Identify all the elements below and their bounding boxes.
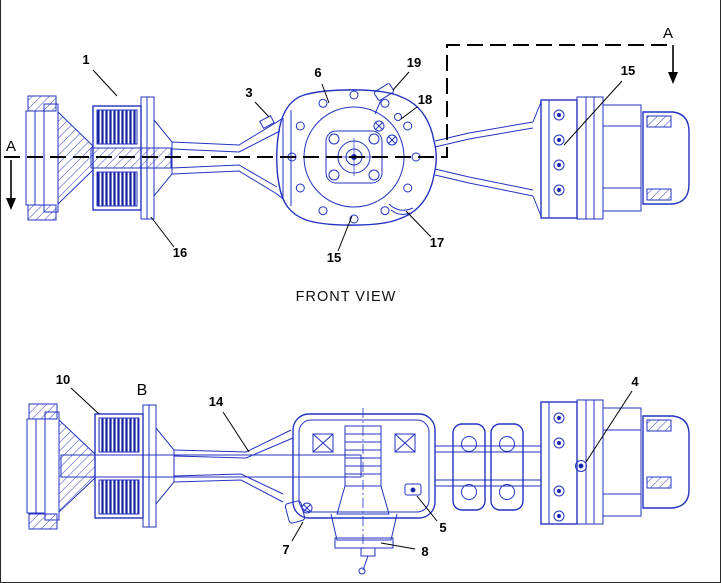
- gear-stack: [344, 425, 382, 487]
- breather-fitting: [373, 83, 402, 121]
- differential-section: [284, 408, 436, 575]
- callout-15-right: 15: [621, 63, 635, 78]
- drain-plug: [360, 547, 376, 557]
- section-view: [26, 399, 690, 575]
- small-bracket: [404, 483, 422, 496]
- callout-19: 19: [407, 55, 421, 70]
- front-right-hub: [532, 96, 690, 220]
- mounting-plates: [452, 423, 524, 511]
- callout-17: 17: [430, 235, 444, 250]
- callout-16: 16: [173, 245, 187, 260]
- tube-boss: [259, 114, 275, 130]
- callout-10: 10: [56, 372, 70, 387]
- spline-band-top: [96, 109, 138, 145]
- hub-bolts: [553, 109, 565, 196]
- section-left-hub: [26, 403, 175, 530]
- input-yoke: [284, 500, 313, 524]
- section-arrow-right: [668, 72, 678, 84]
- section-right-tube: [435, 423, 541, 511]
- bearing-right: [394, 433, 416, 453]
- detail-label-b: B: [137, 382, 148, 399]
- callout-6: 6: [314, 65, 321, 80]
- front-view-caption: FRONT VIEW: [296, 289, 397, 305]
- callout-5: 5: [439, 520, 446, 535]
- axle-shaft-section: [60, 454, 362, 478]
- callout-8: 8: [421, 544, 428, 559]
- hydraulic-fittings: [373, 120, 398, 146]
- section-left-tube: [173, 429, 294, 503]
- section-line-a: A A: [4, 25, 678, 210]
- bearing-left: [312, 433, 334, 453]
- callout-1: 1: [82, 52, 89, 67]
- housing-ribs: [388, 203, 414, 215]
- callout-7: 7: [282, 542, 289, 557]
- spline-band-bottom: [96, 171, 138, 207]
- section-view-callouts: 10 B 14 4 5 7 8: [56, 372, 640, 559]
- callout-18: 18: [418, 92, 432, 107]
- section-right-hub: [540, 399, 690, 525]
- front-right-tube: [434, 121, 534, 197]
- clutch-pack-top: [98, 417, 140, 453]
- callout-14: 14: [209, 394, 224, 409]
- differential-housing: [276, 83, 437, 226]
- section-label-a-right: A: [663, 25, 673, 42]
- front-view: [25, 83, 690, 226]
- callout-15-bottom: 15: [327, 250, 341, 265]
- pinion-housing: [330, 485, 398, 575]
- front-view-callouts: 1 3 6 19 18 15 16 15 17: [82, 52, 635, 265]
- section-arrow-left: [6, 198, 16, 210]
- hub-bolts-section: [553, 412, 565, 522]
- clutch-pack-bottom: [98, 479, 140, 515]
- front-left-tube: [171, 114, 284, 200]
- section-label-a-left: A: [6, 138, 16, 155]
- callout-3: 3: [245, 85, 252, 100]
- callout-4: 4: [631, 374, 639, 389]
